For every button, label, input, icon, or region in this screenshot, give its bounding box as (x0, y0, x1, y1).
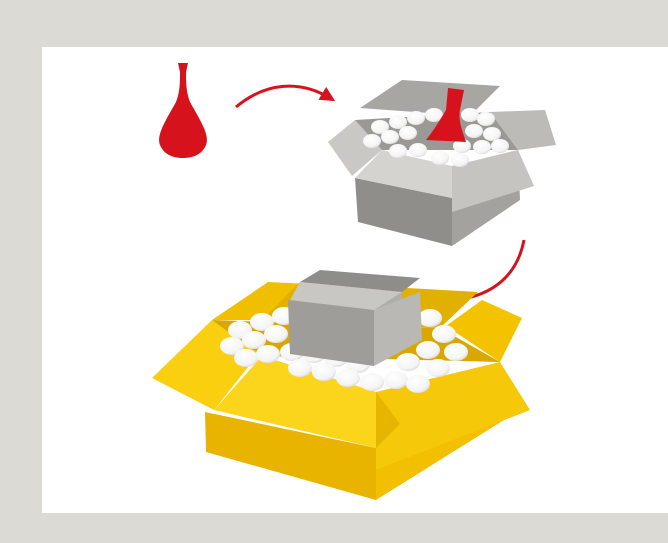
vase-icon (159, 63, 207, 158)
outer-box-with-packing (152, 270, 530, 500)
arrow-vase-to-inner-box (236, 86, 330, 107)
inner-box-with-packing (328, 80, 556, 246)
arrow-inner-box-to-outer-box (454, 240, 524, 300)
